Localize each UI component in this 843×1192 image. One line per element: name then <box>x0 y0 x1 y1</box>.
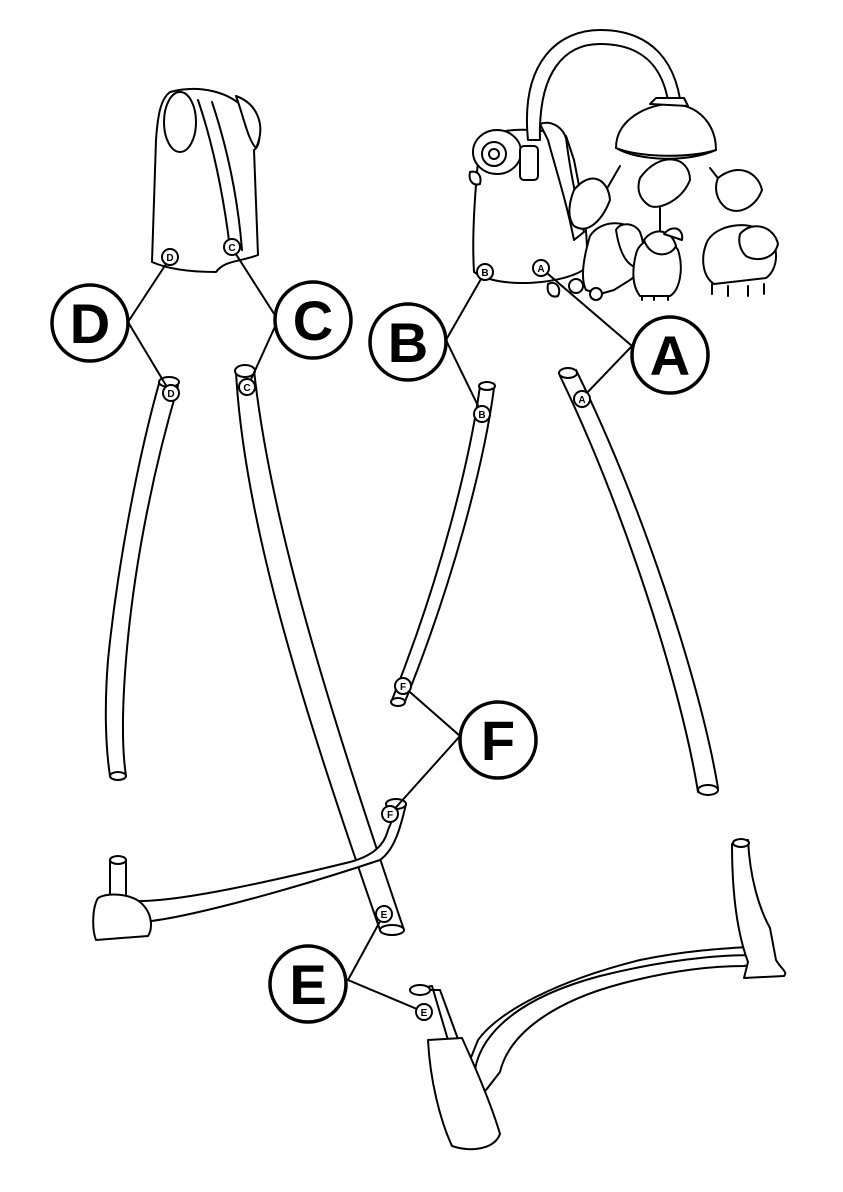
marker-a-tube-label: A <box>578 395 585 406</box>
marker-e-tube-label: E <box>381 910 388 921</box>
marker-b-tube: B <box>474 406 490 422</box>
marker-d-tube-label: D <box>167 389 174 400</box>
marker-b-top-label: B <box>481 268 488 279</box>
marker-d-top: D <box>162 249 178 265</box>
marker-e-base: E <box>416 1004 432 1020</box>
callout-e: E <box>270 946 346 1022</box>
marker-c-tube: C <box>239 379 255 395</box>
callout-f: F <box>460 702 536 778</box>
marker-f-top-label: F <box>400 682 406 693</box>
callout-c: C <box>275 282 351 358</box>
marker-f-top: F <box>395 678 411 694</box>
marker-a-top-label: A <box>537 264 544 275</box>
base-right-part <box>410 839 785 1149</box>
marker-f-base-label: F <box>387 810 393 821</box>
callout-a-label: A <box>650 324 690 387</box>
leg-tube-d <box>106 377 179 780</box>
leg-tube-b <box>391 382 495 706</box>
callout-a: A <box>632 317 708 393</box>
marker-c-tube-label: C <box>243 383 250 394</box>
marker-c-top-label: C <box>228 243 235 254</box>
marker-a-top: A <box>533 260 549 276</box>
seat-unit-with-mobile-part <box>470 30 778 300</box>
marker-d-top-label: D <box>166 253 173 264</box>
callout-f-label: F <box>481 709 515 772</box>
callout-d: D <box>52 285 128 361</box>
callout-c-label: C <box>293 289 333 352</box>
marker-f-base: F <box>382 806 398 822</box>
callout-b: B <box>370 304 446 380</box>
marker-b-tube-label: B <box>478 410 485 421</box>
marker-e-tube: E <box>376 906 392 922</box>
leg-tube-a <box>559 368 718 795</box>
callout-e-label: E <box>289 953 326 1016</box>
marker-e-base-label: E <box>421 1008 428 1019</box>
marker-a-tube: A <box>574 391 590 407</box>
callout-b-label: B <box>388 311 428 374</box>
seat-frame-back-part <box>152 89 260 272</box>
marker-c-top: C <box>224 239 240 255</box>
marker-d-tube: D <box>163 385 179 401</box>
callout-d-label: D <box>70 292 110 355</box>
marker-b-top: B <box>477 264 493 280</box>
